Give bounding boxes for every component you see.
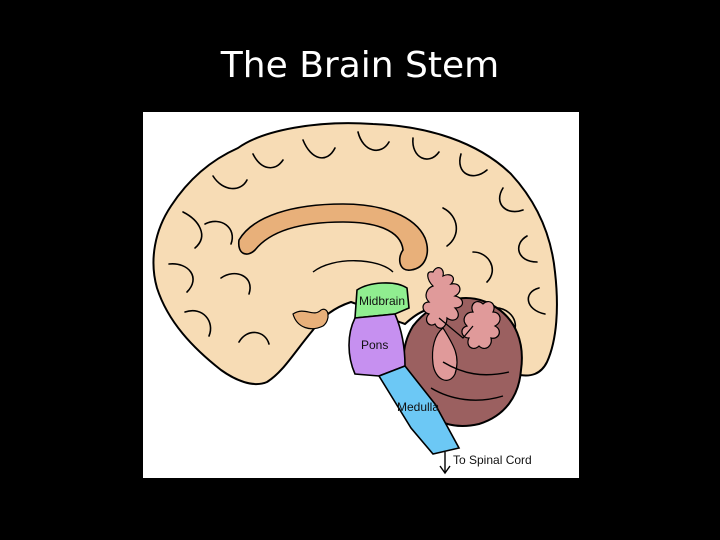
cerebrum xyxy=(152,122,558,386)
corpus-callosum xyxy=(237,203,429,271)
pons-label: Pons xyxy=(361,338,388,352)
arbor-vitae xyxy=(422,267,501,381)
medulla xyxy=(377,365,461,455)
spinal-cord-label: To Spinal Cord xyxy=(453,453,532,467)
sulci xyxy=(168,131,546,345)
thalamus-outline xyxy=(312,260,394,273)
hypothalamus-region xyxy=(292,308,329,330)
cerebellum-fissure xyxy=(442,361,510,376)
brain-diagram-svg: Midbrain Pons Medulla To Spinal Cord xyxy=(152,122,558,475)
slide-title: The Brain Stem xyxy=(220,45,500,86)
medulla-label: Medulla xyxy=(397,400,439,414)
brain-diagram: Midbrain Pons Medulla To Spinal Cord xyxy=(143,112,579,478)
spinal-cord-arrow xyxy=(439,452,451,475)
midbrain-label: Midbrain xyxy=(359,294,405,308)
cerebellum-fissure-2 xyxy=(430,387,504,401)
midbrain xyxy=(354,282,410,319)
